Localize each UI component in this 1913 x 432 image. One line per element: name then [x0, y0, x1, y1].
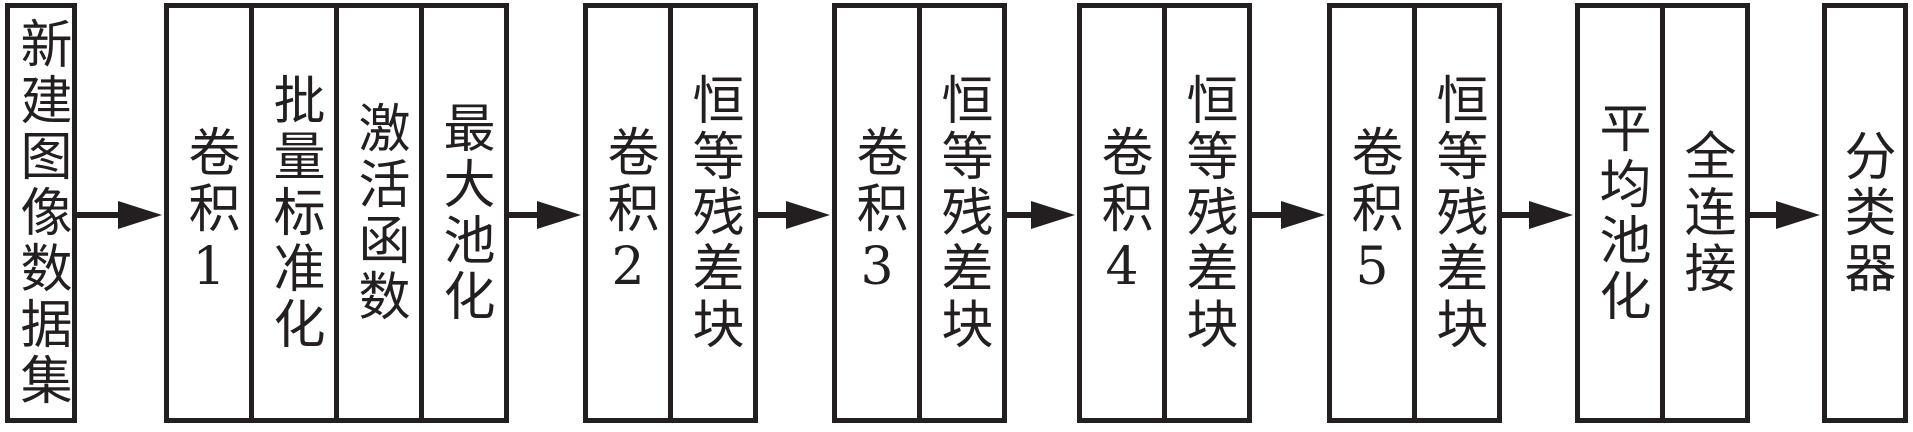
- block-conv4-cell-conv: 卷积4: [1077, 3, 1167, 423]
- arrowhead-icon: [1776, 201, 1820, 229]
- block-conv1-cell-conv-label: 卷积1: [179, 125, 239, 301]
- block-conv3-cell-residual-label: 恒等残差块: [932, 73, 992, 353]
- connector-conv2-to-conv3: [758, 201, 830, 229]
- block-conv5-cell-residual: 恒等残差块: [1412, 3, 1502, 423]
- arrowhead-icon: [1529, 201, 1573, 229]
- block-conv4-cell-residual-label: 恒等残差块: [1177, 73, 1237, 353]
- block-head-cell-fc-label: 全连接: [1675, 129, 1735, 297]
- connector-head-to-classifier: [1750, 201, 1820, 229]
- arrowhead-icon: [1281, 201, 1325, 229]
- block-conv3-cell-residual: 恒等残差块: [917, 3, 1007, 423]
- connector-conv3-to-conv4: [1007, 201, 1075, 229]
- block-conv1-cell-conv: 卷积1: [164, 3, 254, 423]
- block-conv4-cell-conv-label: 卷积4: [1092, 125, 1152, 301]
- block-head-cell-fc: 全连接: [1660, 3, 1750, 423]
- block-conv2-cell-conv: 卷积2: [583, 3, 673, 423]
- block-head-cell-avgpool: 平均池化: [1575, 3, 1665, 423]
- block-conv1-cell-batchnorm: 批量标准化: [249, 3, 339, 423]
- connector-dataset-to-conv1: [77, 201, 162, 229]
- block-conv5-cell-conv: 卷积5: [1327, 3, 1417, 423]
- block-conv1-cell-maxpool: 最大池化: [419, 3, 509, 423]
- block-conv4-cell-residual: 恒等残差块: [1162, 3, 1252, 423]
- block-dataset: 新建图像数据集: [5, 3, 77, 423]
- block-conv2-cell-residual: 恒等残差块: [668, 3, 758, 423]
- block-conv2-cell-conv-label: 卷积2: [598, 125, 658, 301]
- block-conv1-cell-maxpool-label: 最大池化: [434, 101, 494, 325]
- arrowhead-icon: [537, 201, 581, 229]
- arrowhead-icon: [118, 201, 162, 229]
- arrowhead-icon: [786, 201, 830, 229]
- block-head-cell-avgpool-label: 平均池化: [1590, 101, 1650, 325]
- connector-conv4-to-conv5: [1252, 201, 1325, 229]
- block-conv3-cell-conv: 卷积3: [832, 3, 922, 423]
- block-conv1-cell-activation: 激活函数: [334, 3, 424, 423]
- block-classifier: 分类器: [1822, 3, 1908, 423]
- block-classifier-label: 分类器: [1835, 129, 1895, 297]
- block-conv1-cell-activation-label: 激活函数: [349, 101, 409, 325]
- block-conv5-cell-residual-label: 恒等残差块: [1427, 73, 1487, 353]
- block-conv1-cell-batchnorm-label: 批量标准化: [264, 73, 324, 353]
- connector-conv5-to-head: [1502, 201, 1573, 229]
- block-conv2-cell-residual-label: 恒等残差块: [683, 73, 743, 353]
- block-dataset-label: 新建图像数据集: [11, 17, 71, 409]
- connector-conv1-to-conv2: [509, 201, 581, 229]
- block-conv3-cell-conv-label: 卷积3: [847, 125, 907, 301]
- arrowhead-icon: [1031, 201, 1075, 229]
- block-conv5-cell-conv-label: 卷积5: [1342, 125, 1402, 301]
